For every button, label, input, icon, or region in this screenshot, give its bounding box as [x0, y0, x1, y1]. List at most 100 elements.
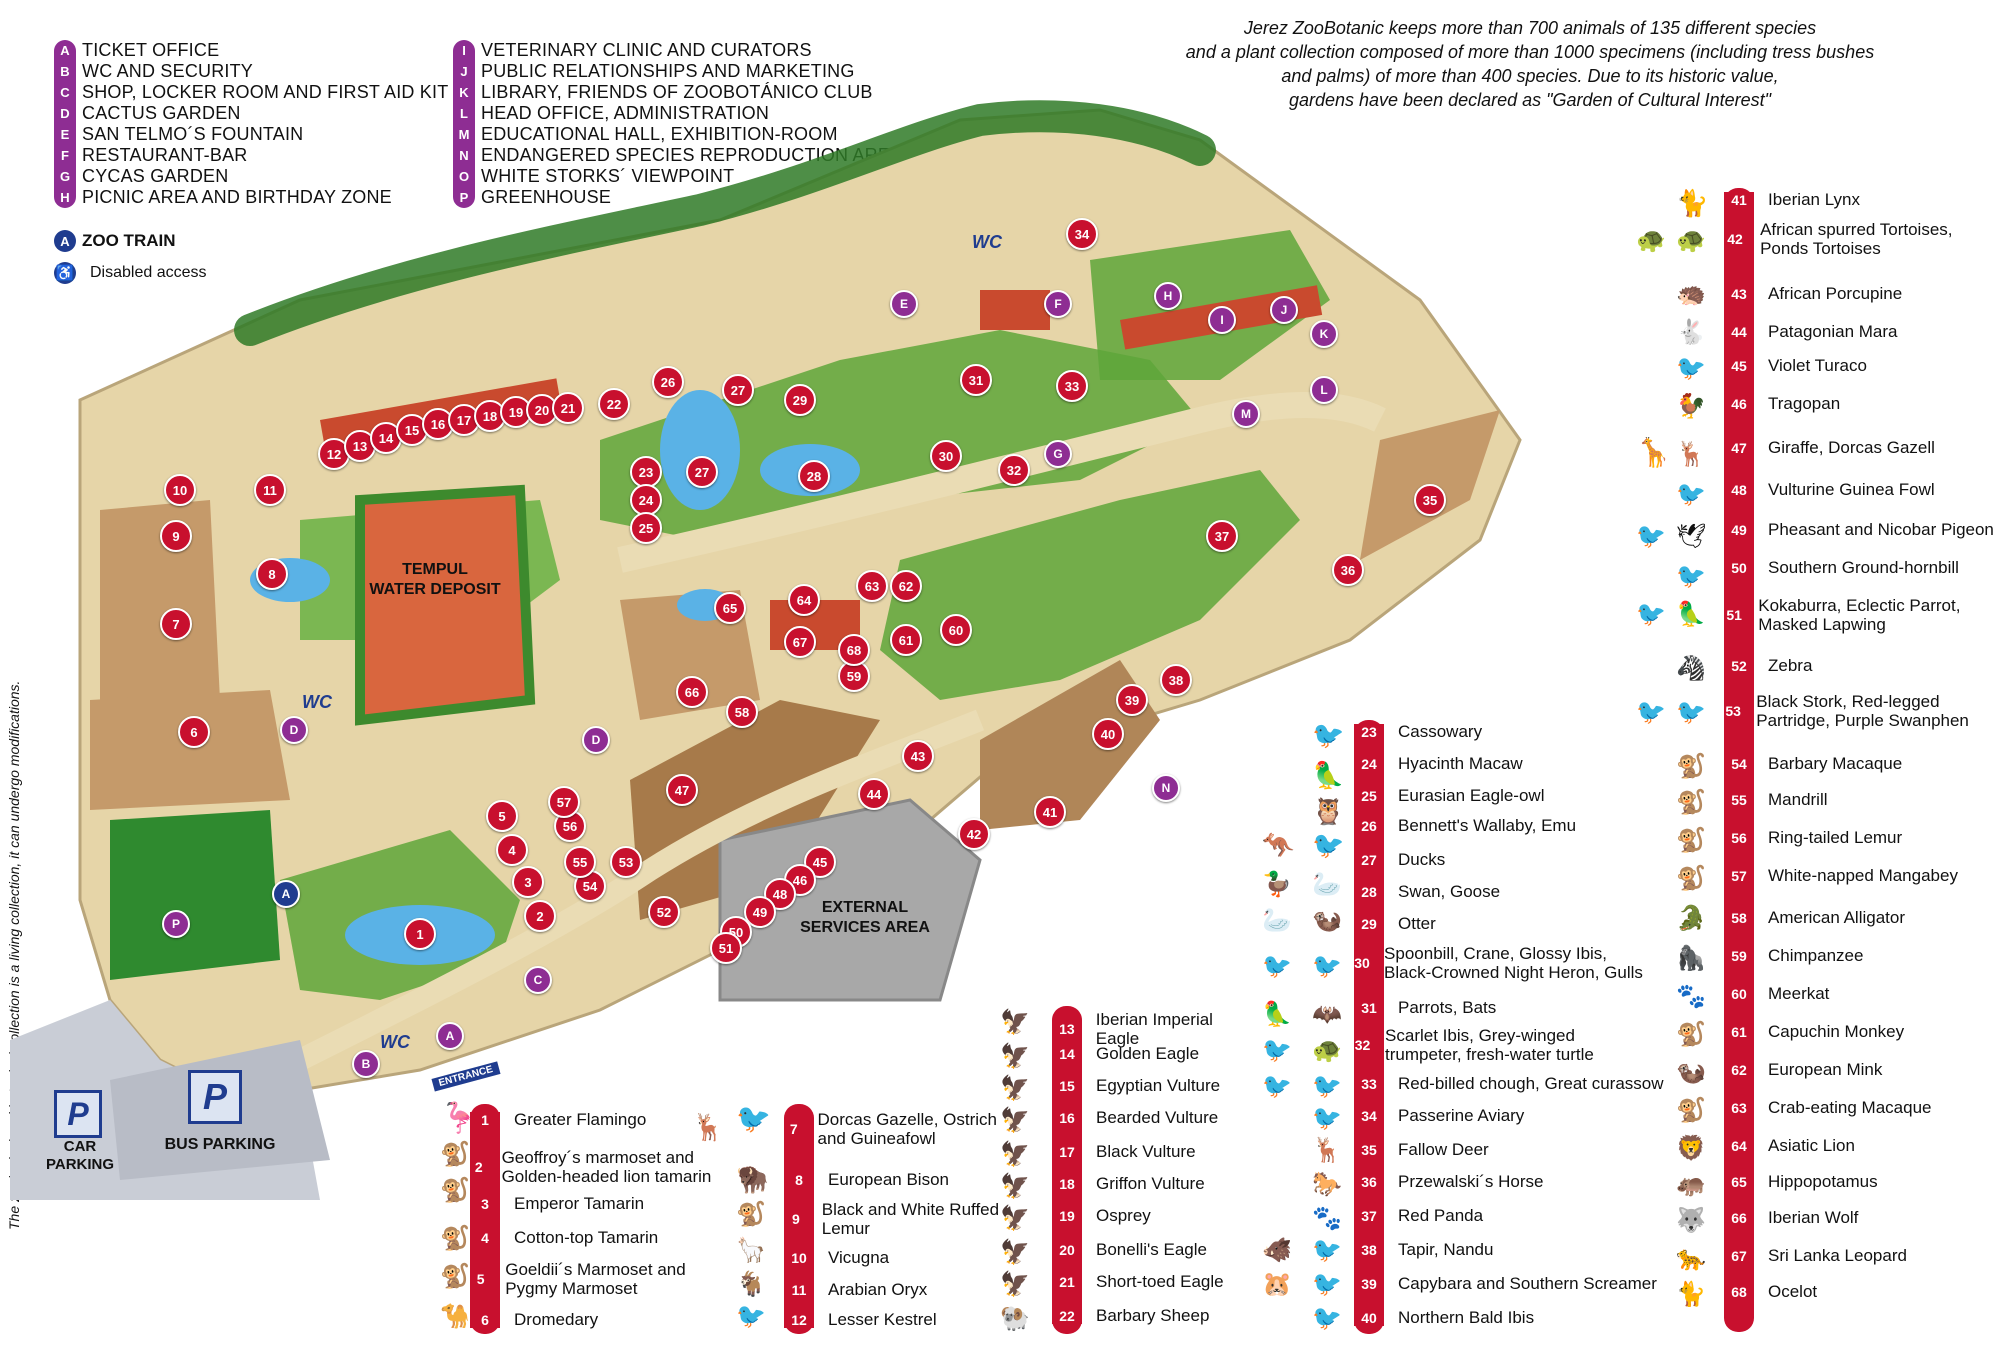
map-marker[interactable]: 6	[178, 716, 210, 748]
car-parking-line: PARKING	[45, 1156, 115, 1173]
map-marker[interactable]: 22	[598, 388, 630, 420]
map-marker[interactable]: 64	[788, 584, 820, 616]
species-number: 30	[1354, 955, 1371, 971]
species-name: Iberian Lynx	[1768, 190, 1860, 209]
species-name: White-napped Mangabey	[1768, 866, 1958, 885]
map-marker[interactable]: 39	[1116, 684, 1148, 716]
legend-label: LIBRARY, FRIENDS OF ZOOBOTÁNICO CLUB	[481, 82, 873, 102]
kestrel-icon: 🐦	[736, 1303, 766, 1330]
map-marker[interactable]: 37	[1206, 520, 1238, 552]
species-name: Vulturine Guinea Fowl	[1768, 480, 1935, 499]
map-marker[interactable]: 23	[630, 456, 662, 488]
species-number: 50	[1724, 559, 1754, 576]
map-letter-marker[interactable]: B	[352, 1050, 380, 1078]
tortoise-icon: 🐢	[1636, 227, 1666, 254]
stork-icon: 🐦	[1636, 699, 1666, 726]
map-marker[interactable]: 10	[164, 474, 196, 506]
map-marker[interactable]: 61	[890, 624, 922, 656]
macaque-icon: 🐒	[1676, 1097, 1706, 1124]
marmoset-icon: 🐒	[440, 1263, 470, 1290]
map-letter-marker[interactable]: K	[1310, 320, 1338, 348]
map-marker[interactable]: 48	[764, 878, 796, 910]
legend-label: SAN TELMO´S FOUNTAIN	[82, 124, 304, 144]
map-marker[interactable]: 29	[784, 384, 816, 416]
map-marker[interactable]: 53	[610, 846, 642, 878]
map-marker[interactable]: 43	[902, 740, 934, 772]
map-letter-marker[interactable]: A	[436, 1022, 464, 1050]
map-letter-marker[interactable]: L	[1310, 376, 1338, 404]
map-marker[interactable]: 57	[548, 786, 580, 818]
map-marker[interactable]: 5	[486, 800, 518, 832]
map-marker[interactable]: 31	[960, 364, 992, 396]
map-letter-marker[interactable]: P	[162, 910, 190, 938]
map-marker[interactable]: 21	[552, 392, 584, 424]
map-marker[interactable]: 40	[1092, 718, 1124, 750]
legend-letter: P	[453, 187, 475, 208]
species-name: Chimpanzee	[1768, 946, 1864, 965]
species-name: Cassowary	[1398, 722, 1483, 741]
map-marker[interactable]: 66	[676, 676, 708, 708]
map-letter-marker[interactable]: M	[1232, 400, 1260, 428]
map-letter-marker[interactable]: E	[890, 290, 918, 318]
map-marker[interactable]: 27	[722, 374, 754, 406]
map-marker[interactable]: 38	[1160, 664, 1192, 696]
map-marker[interactable]: 28	[798, 460, 830, 492]
map-marker[interactable]: 58	[726, 696, 758, 728]
map-marker[interactable]: 36	[1332, 554, 1364, 586]
species-number: 11	[784, 1281, 814, 1298]
intro-line: and palms) of more than 400 species. Due…	[1281, 66, 1779, 86]
map-marker[interactable]: 34	[1066, 218, 1098, 250]
map-letter-marker[interactable]: A	[272, 880, 300, 908]
species-number: 61	[1724, 1023, 1754, 1040]
map-marker[interactable]: 7	[160, 608, 192, 640]
map-marker[interactable]: 68	[838, 634, 870, 666]
map-marker[interactable]: 32	[998, 454, 1030, 486]
map-marker[interactable]: 2	[524, 900, 556, 932]
map-marker[interactable]: 60	[940, 614, 972, 646]
map-marker[interactable]: 63	[856, 570, 888, 602]
map-marker[interactable]: 42	[958, 818, 990, 850]
map-marker[interactable]: 52	[648, 896, 680, 928]
map-marker[interactable]: 24	[630, 484, 662, 516]
legend-label: GREENHOUSE	[481, 187, 612, 207]
map-letter-marker[interactable]: G	[1044, 440, 1072, 468]
map-marker[interactable]: 67	[784, 626, 816, 658]
map-marker[interactable]: 27	[686, 456, 718, 488]
map-marker[interactable]: 25	[630, 512, 662, 544]
map-marker[interactable]: 44	[858, 778, 890, 810]
map-marker[interactable]: 3	[512, 866, 544, 898]
map-marker[interactable]: 1	[404, 918, 436, 950]
map-letter-marker[interactable]: N	[1152, 774, 1180, 802]
map-marker[interactable]: 65	[714, 592, 746, 624]
map-marker[interactable]: 41	[1034, 796, 1066, 828]
parking-sign-bus: P	[188, 1070, 242, 1124]
map-marker[interactable]: 8	[256, 558, 288, 590]
legend-label: PICNIC AREA AND BIRTHDAY ZONE	[82, 187, 392, 207]
grass-area	[600, 330, 1200, 540]
vicugna-icon: 🦙	[736, 1237, 766, 1264]
map-marker[interactable]: 11	[254, 474, 286, 506]
map-letter-marker[interactable]: D	[280, 716, 308, 744]
map-marker[interactable]: 51	[710, 932, 742, 964]
map-letter-marker[interactable]: D	[582, 726, 610, 754]
map-marker[interactable]: 4	[496, 834, 528, 866]
species-name: Ring-tailed Lemur	[1768, 828, 1903, 847]
goose-icon: 🦢	[1262, 907, 1292, 934]
map-letter-marker[interactable]: F	[1044, 290, 1072, 318]
legend-letter: G	[54, 166, 76, 187]
map-marker[interactable]: 35	[1414, 484, 1446, 516]
map-marker[interactable]: 26	[652, 366, 684, 398]
map-marker[interactable]: 62	[890, 570, 922, 602]
map-marker[interactable]: 55	[564, 846, 596, 878]
map-marker[interactable]: 9	[160, 520, 192, 552]
species-number: 48	[1724, 481, 1754, 498]
map-letter-marker[interactable]: H	[1154, 282, 1182, 310]
map-letter-marker[interactable]: J	[1270, 296, 1298, 324]
species-name: Spoonbill, Crane, Glossy Ibis, Black-Cro…	[1384, 944, 1643, 982]
map-marker[interactable]: 33	[1056, 370, 1088, 402]
map-letter-marker[interactable]: C	[524, 966, 552, 994]
map-letter-marker[interactable]: I	[1208, 306, 1236, 334]
map-marker[interactable]: 47	[666, 774, 698, 806]
map-marker[interactable]: 30	[930, 440, 962, 472]
red-panda-icon: 🐾	[1312, 1205, 1342, 1232]
